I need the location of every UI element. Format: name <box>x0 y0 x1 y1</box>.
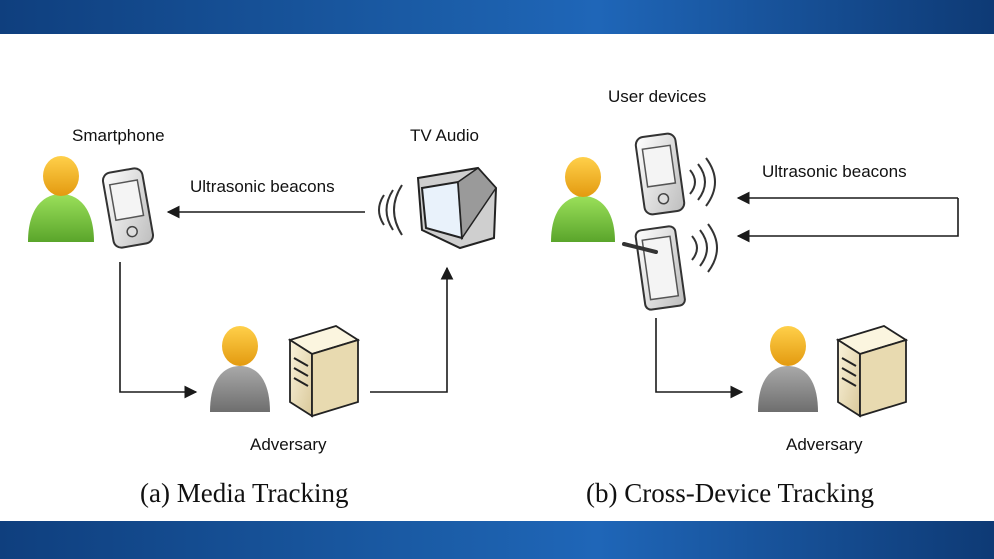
beacon-label-b: Ultrasonic beacons <box>762 162 907 181</box>
user-devices-label: User devices <box>608 87 706 106</box>
stylus-icon <box>622 242 658 254</box>
user-person-icon <box>28 156 94 242</box>
adversary-label-b: Adversary <box>786 435 863 454</box>
phone-to-adversary-arrow <box>119 262 198 399</box>
tablet-device-icon <box>634 225 686 311</box>
panel-cross-device-tracking: User devices Ult <box>551 87 959 508</box>
server-icon <box>287 325 361 418</box>
caption-b: (b) Cross-Device Tracking <box>586 478 874 508</box>
user-person-icon-b <box>551 157 615 242</box>
sound-waves-icon-2 <box>691 223 718 273</box>
device-to-adversary-arrow <box>655 318 744 399</box>
smartphone-label: Smartphone <box>72 126 165 145</box>
tv-audio-label: TV Audio <box>410 126 479 145</box>
adversary-person-icon-b <box>758 326 818 412</box>
beacon-label-a: Ultrasonic beacons <box>190 177 335 196</box>
adversary-label-a: Adversary <box>250 435 327 454</box>
panel-media-tracking: Smartphone TV Audio Ultrasonic beacons <box>28 126 498 508</box>
top-band <box>0 0 994 34</box>
tv-icon <box>378 166 498 250</box>
adversary-person-icon <box>210 326 270 412</box>
caption-a: (a) Media Tracking <box>140 478 348 508</box>
beacon-arrow-b-lower <box>736 198 959 243</box>
smartphone-icon <box>101 167 155 249</box>
server-icon-b <box>835 325 909 418</box>
phone-device-icon <box>634 132 686 216</box>
bottom-band <box>0 521 994 559</box>
adversary-to-tv-arrow <box>370 266 454 393</box>
sound-waves-icon <box>689 157 716 207</box>
